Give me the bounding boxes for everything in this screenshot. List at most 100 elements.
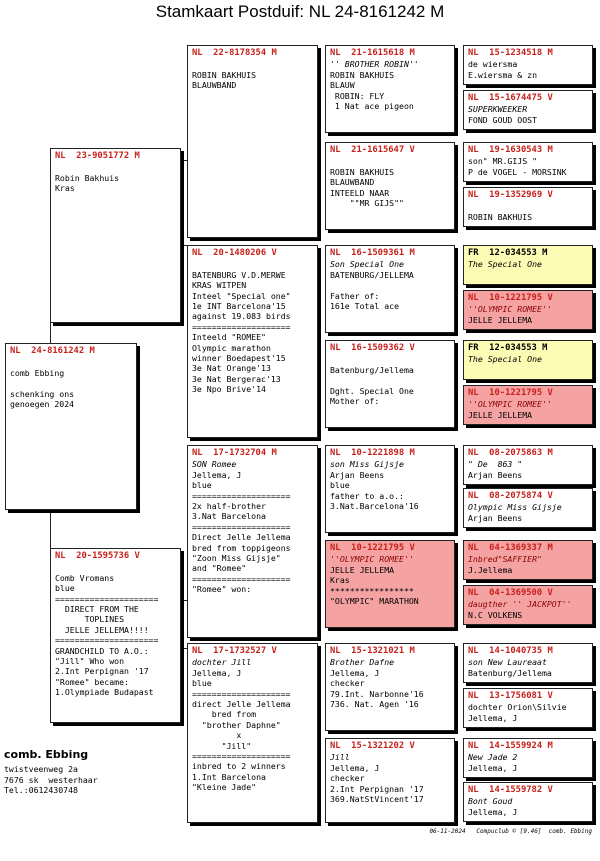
- connector-line: [50, 323, 51, 343]
- card-text-line: Dght. Special One: [330, 385, 414, 396]
- connector-line: [180, 245, 187, 246]
- card-text-line: FOND GOUD OOST: [468, 114, 538, 125]
- card-text-line: [55, 562, 176, 572]
- owner-postal: 7676 sk westerhaar: [4, 774, 98, 785]
- pedigree-card-sss[interactable]: NL 21-1615618 M'' BROTHER ROBIN''ROBIN B…: [325, 45, 455, 133]
- card-text-line: New Jade 2: [468, 752, 518, 763]
- card-text-line: The Special One: [468, 354, 542, 365]
- card-text-line: SUPERKWEEKER: [468, 104, 528, 115]
- owner-info: comb. Ebbing twistveenweg 2a 7676 sk wes…: [4, 748, 184, 796]
- pedigree-card-g9[interactable]: NL 08-2075863 M" De 863 "Arjan Beens: [463, 445, 593, 485]
- card-text-line: Jellema, J: [468, 712, 518, 723]
- card-text-line: "Jill": [192, 740, 252, 751]
- card-text-line: ROBIN BAKHUIS: [330, 166, 395, 177]
- card-text-line: ====================: [192, 751, 291, 762]
- card-text-line: x: [192, 730, 242, 741]
- card-text-line: 1e INT Barcelona'15: [192, 301, 286, 312]
- ring-number: NL 08-2075863 M: [468, 448, 553, 458]
- card-text-line: JELLE JELLEMA!!!!: [55, 624, 149, 635]
- card-text-line: Jellema, J: [330, 762, 380, 773]
- card-text-line: son Miss Gijsje: [330, 459, 404, 470]
- pedigree-card-g8[interactable]: NL 10-1221795 V''OLYMPIC ROMEE''JELLE JE…: [463, 385, 593, 425]
- card-text-line: Bont Goud: [468, 796, 513, 807]
- card-text-line: 2.Int Perpignan '17: [330, 783, 424, 794]
- card-text-line: Olympic marathon: [192, 342, 271, 353]
- pedigree-card-subject[interactable]: NL 24-8161242 M comb Ebbing schenking on…: [5, 343, 137, 510]
- card-text-line: blue: [192, 678, 212, 689]
- ring-number: NL 10-1221898 M: [330, 448, 415, 458]
- ring-number: NL 15-1674475 V: [468, 93, 553, 103]
- connector-line: [180, 600, 187, 601]
- card-text-line: P de VOGEL - MORSINK: [468, 166, 567, 177]
- ring-number: NL 08-2075874 V: [468, 491, 553, 501]
- card-text-line: dochter Jill: [192, 657, 252, 668]
- card-text-line: Batenburg/Jellema: [330, 364, 414, 375]
- card-text-line: daugther '' JACKPOT'': [468, 599, 572, 610]
- card-text-line: ROBIN BAKHUIS: [330, 69, 395, 80]
- owner-address: twistveenweg 2a: [4, 764, 78, 774]
- card-text-line: Direct Jelle Jellema: [192, 532, 291, 543]
- connector-line: [50, 510, 51, 548]
- pedigree-card-dsd[interactable]: NL 10-1221795 V''OLYMPIC ROMEE''JELLE JE…: [325, 540, 455, 628]
- card-text-line: ROBIN: FLY: [330, 90, 385, 101]
- card-text-line: son" MR.GIJS ": [468, 156, 538, 167]
- card-text-line: TOPLINES: [55, 614, 125, 625]
- card-text-line: 736. Nat. Agen '16: [330, 699, 419, 710]
- card-text-line: BLAUWBAND: [192, 80, 237, 91]
- pedigree-card-sdd[interactable]: NL 16-1509362 V Batenburg/Jellema Dght. …: [325, 340, 455, 428]
- card-text-line: 3.Nat Barcelona: [192, 511, 266, 522]
- pedigree-card-g4[interactable]: NL 19-1352969 V ROBIN BAKHUIS: [463, 187, 593, 227]
- card-text-line: JELLE JELLEMA: [468, 409, 533, 420]
- ring-number: NL 21-1615618 M: [330, 48, 415, 58]
- card-text-line: 369.NatStVincent'17: [330, 794, 424, 805]
- card-text-line: Jellema, J: [330, 667, 380, 678]
- ring-number: NL 20-1595736 V: [55, 551, 140, 561]
- ring-number: NL 04-1369500 V: [468, 588, 553, 598]
- card-text-line: bred from: [192, 709, 257, 720]
- card-text-line: "Kleine Jade": [192, 782, 257, 793]
- card-text-line: Inteeld "ROMEE": [192, 332, 266, 343]
- card-text-line: father to a.o.:: [330, 490, 404, 501]
- pedigree-card-g6[interactable]: NL 10-1221795 V''OLYMPIC ROMEE''JELLE JE…: [463, 290, 593, 330]
- card-text-line: Son Special One: [330, 259, 404, 270]
- owner-name: comb. Ebbing: [4, 748, 89, 761]
- connector-line: [180, 160, 187, 161]
- card-text-line: Mother of:: [330, 396, 380, 407]
- ring-number: FR 12-034553 M: [468, 343, 548, 353]
- card-text-line: Comb Vromans: [55, 572, 115, 583]
- card-text-line: Jellema, J: [468, 806, 518, 817]
- connector-line: [180, 648, 187, 649]
- ring-number: NL 16-1509361 M: [330, 248, 415, 258]
- ring-number: NL 15-1234518 M: [468, 48, 553, 58]
- card-text-line: [192, 259, 313, 269]
- card-text-line: *****************: [330, 585, 414, 596]
- card-text-line: Inteel "Special one": [192, 290, 291, 301]
- card-text-line: ''OLYMPIC ROMEE'': [468, 399, 552, 410]
- card-text-line: JELLE JELLEMA: [468, 314, 533, 325]
- card-text-line: 1 Nat ace pigeon: [330, 101, 414, 112]
- card-text-line: GRANDCHILD TO A.O.:: [55, 645, 149, 656]
